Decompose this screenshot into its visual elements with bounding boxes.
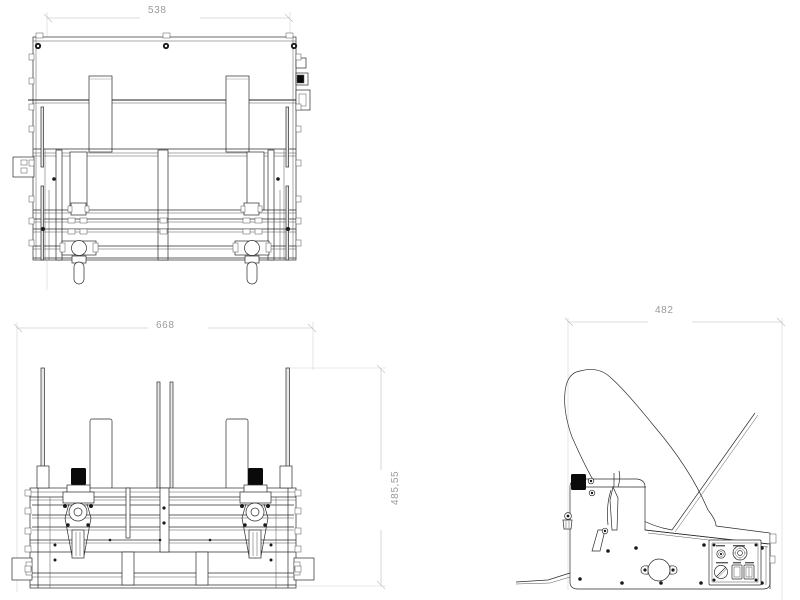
front-view-left-mount	[11, 557, 33, 581]
actuator-right	[239, 468, 272, 559]
front-view-width-dimension	[13, 322, 317, 592]
front-view-right-mount	[293, 557, 315, 581]
side-view-group	[515, 317, 786, 600]
selector-dial-icon[interactable]	[714, 565, 728, 579]
panel-label-upper-right	[733, 545, 745, 547]
top-view-edge-tabs-left	[28, 53, 35, 247]
top-view-nut-cluster-left	[67, 217, 88, 235]
fastener-top-right	[290, 42, 298, 50]
control-panel[interactable]	[708, 539, 762, 586]
top-view-stub-right	[240, 202, 263, 216]
access-flange	[640, 558, 678, 582]
panel-label-upper-left	[716, 545, 725, 547]
top-view-struts	[55, 149, 275, 261]
top-view-nut-cluster-center	[159, 217, 168, 235]
dimension-label-front-width: 668	[156, 320, 175, 331]
top-view-right-bracket	[295, 57, 311, 111]
top-view-stub-left	[67, 202, 90, 216]
valve-right	[232, 240, 272, 285]
rotary-knob-icon[interactable]	[732, 545, 748, 561]
sensor-block	[571, 474, 586, 490]
front-view-group	[11, 322, 386, 592]
top-view-nut-cluster-right	[242, 217, 263, 235]
fastener-top-left	[34, 42, 42, 50]
actuator-left	[62, 468, 95, 559]
panel-label-mid-right	[745, 562, 754, 564]
fastener-top-center	[162, 42, 170, 50]
panel-label-mid-center	[733, 562, 741, 564]
side-view-width-dimension	[564, 317, 786, 600]
rocker-switch-left[interactable]	[731, 564, 743, 580]
top-view-group	[12, 12, 311, 290]
front-view-edge-tabs-right	[294, 489, 302, 573]
top-view-edge-tabs-right	[295, 53, 302, 247]
dimension-label-top-width: 538	[148, 5, 167, 16]
front-view-edge-tabs-left	[24, 489, 32, 573]
dimension-label-side-width: 482	[655, 305, 674, 316]
panel-label-mid-left	[716, 562, 728, 564]
front-view-height-dimension	[288, 364, 386, 590]
valve-left	[59, 240, 99, 285]
side-view-left-port	[562, 512, 573, 530]
rocker-switch-right[interactable]	[743, 564, 755, 580]
indicator-light-icon[interactable]	[716, 549, 726, 559]
